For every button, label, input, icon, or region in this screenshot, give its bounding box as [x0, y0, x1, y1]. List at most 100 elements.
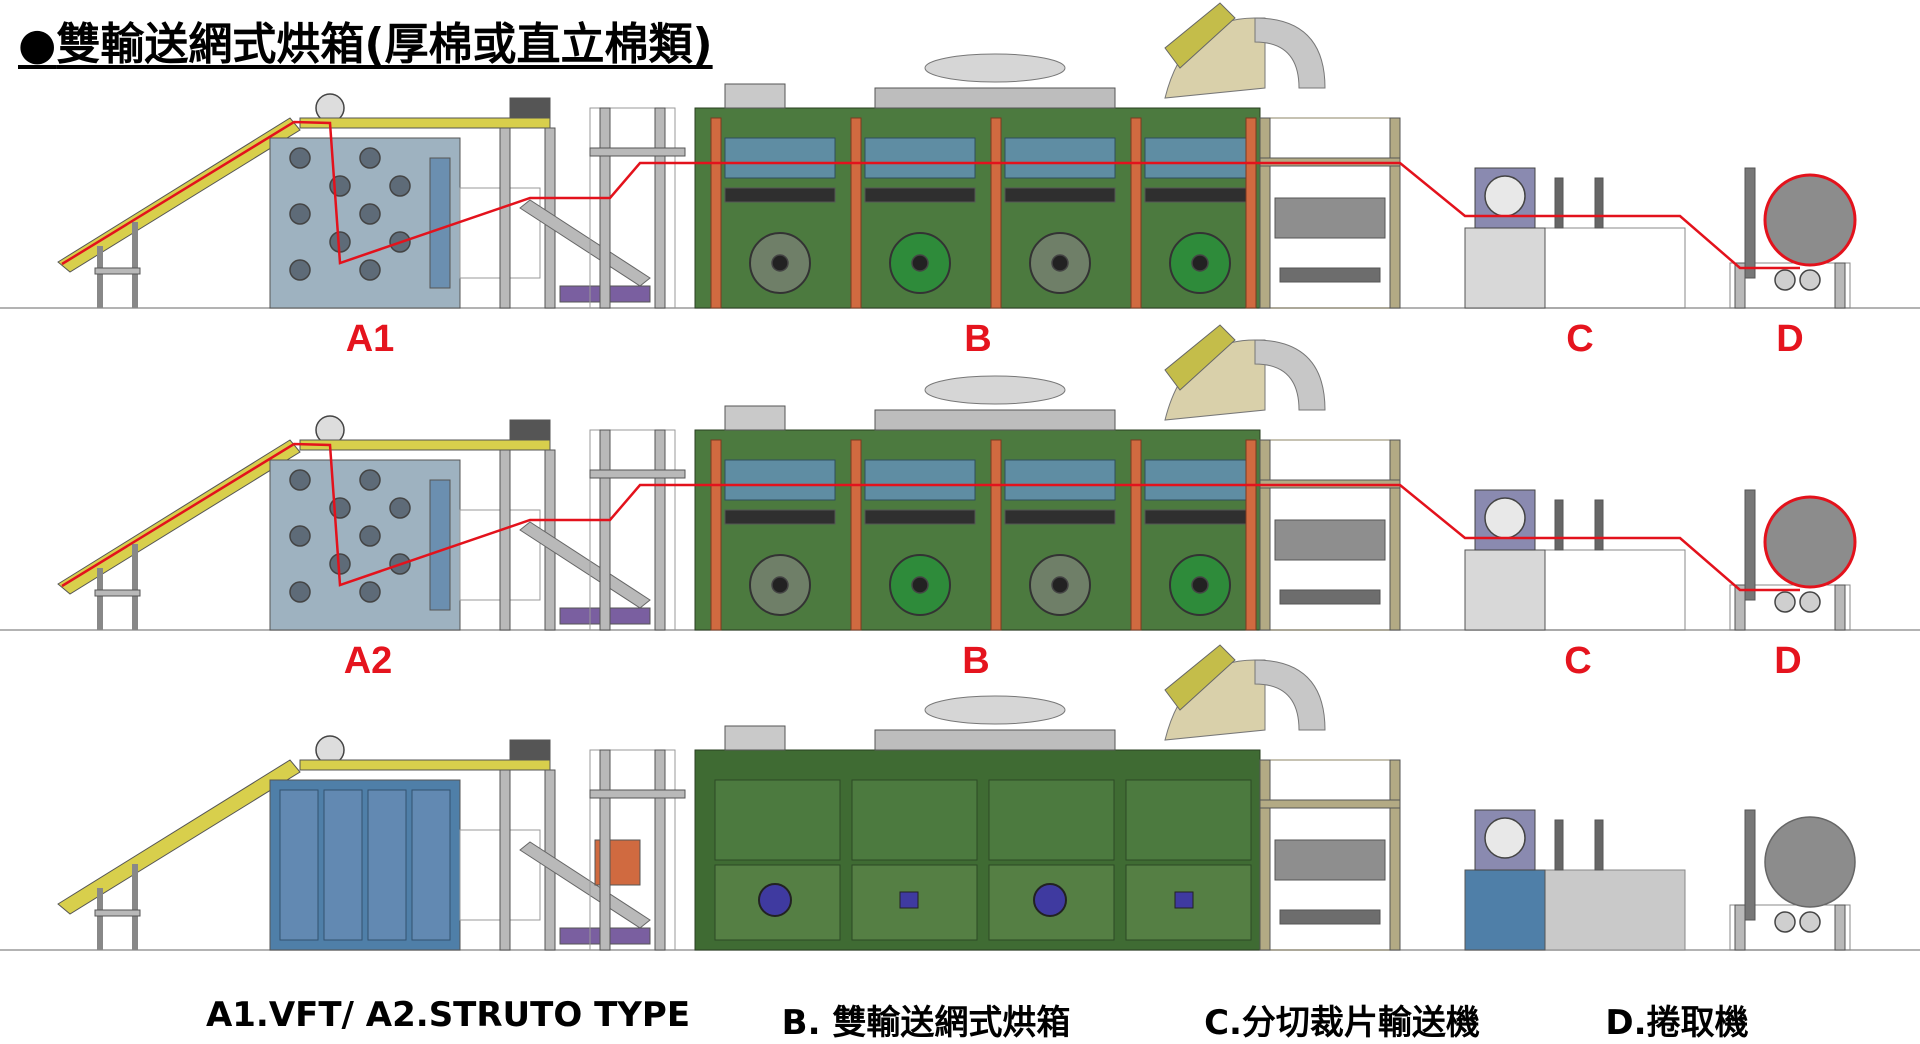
fan-hub — [1051, 576, 1069, 594]
fan-hub — [1191, 576, 1209, 594]
winder-post — [1834, 904, 1846, 951]
forming-machine-door — [279, 789, 319, 941]
row2-label-a: A2 — [343, 640, 393, 682]
forming-roller — [389, 175, 411, 197]
infeed-tower — [589, 107, 676, 309]
infeed-tower-post — [654, 107, 666, 309]
slitting-blade — [1484, 817, 1526, 859]
oven-viewport — [1033, 883, 1067, 917]
title-bullet: ● — [18, 19, 57, 70]
winder-post — [1834, 262, 1846, 309]
forming-roller — [359, 525, 381, 547]
oven-belt-chamber — [724, 137, 836, 179]
row1-label-c: C — [1566, 318, 1594, 360]
fan-hub — [771, 576, 789, 594]
oven-access-panel — [899, 891, 919, 909]
exhaust-fan-motor — [1164, 324, 1236, 391]
exhaust-fan-motor — [1164, 644, 1236, 711]
caption-unit-d: D.捲取機 — [1605, 1003, 1749, 1043]
winding-roll — [1763, 173, 1857, 267]
winder-drum — [1774, 591, 1796, 613]
cooling-section-post — [1259, 439, 1271, 631]
winder-drum — [1774, 911, 1796, 933]
material-web-path — [61, 120, 1800, 270]
oven-belt-chamber — [1144, 137, 1256, 179]
cutter-guide-post — [1594, 177, 1604, 229]
heater-column — [1130, 439, 1142, 631]
infeed-tower-beam — [589, 469, 686, 479]
infeed-tower — [589, 749, 676, 951]
heater-column — [710, 117, 722, 309]
heater-column — [990, 117, 1002, 309]
cutter-base — [1464, 227, 1546, 309]
heater-column — [990, 439, 1002, 631]
winder-post — [1734, 262, 1746, 309]
winder-drum — [1799, 911, 1821, 933]
transfer-frame-post — [499, 769, 511, 951]
fan-hub — [911, 576, 929, 594]
roof-burner-tank — [924, 375, 1066, 405]
winder-post — [1734, 584, 1746, 631]
cutter-guide-post — [1554, 499, 1564, 551]
oven-panel — [714, 779, 841, 861]
winding-roll — [1764, 816, 1856, 908]
slitting-blade — [1484, 497, 1526, 539]
winder-drum — [1799, 591, 1821, 613]
oven-belt — [864, 509, 976, 525]
oven-belt — [1144, 509, 1256, 525]
feed-conveyor-brace — [94, 267, 141, 275]
feed-conveyor-belt — [57, 759, 301, 915]
forming-machine-column — [429, 157, 451, 289]
oven-panel — [1125, 779, 1252, 861]
winder-base-frame — [1729, 584, 1851, 631]
row2-label-c: C — [1564, 640, 1592, 682]
drive-motor — [509, 419, 551, 441]
forming-roller — [289, 581, 311, 603]
slitting-blade — [1484, 175, 1526, 217]
heater-column — [850, 439, 862, 631]
infeed-tower-post — [599, 749, 611, 951]
forming-roller — [289, 203, 311, 225]
heater-column — [710, 439, 722, 631]
cooling-section-post — [1259, 117, 1271, 309]
cooling-drive — [1279, 589, 1381, 605]
cooling-section-beam — [1259, 799, 1401, 809]
infeed-tower-beam — [589, 147, 686, 157]
oven-panel — [851, 779, 978, 861]
winder-drum — [1799, 269, 1821, 291]
oven-panel — [988, 779, 1115, 861]
material-web-path — [61, 442, 1800, 592]
feed-conveyor-brace — [94, 909, 141, 917]
winder-arm — [1744, 489, 1756, 601]
exhaust-fan-motor — [1164, 2, 1236, 69]
oven-belt — [1144, 187, 1256, 203]
winder-drum — [1774, 269, 1796, 291]
fan-hub — [1191, 254, 1209, 272]
infeed-tower — [589, 429, 676, 631]
forming-machine-door — [323, 789, 363, 941]
oven-access-panel — [1174, 891, 1194, 909]
caption-unit-a: A1.VFT/ A2.STRUTO TYPE — [205, 995, 691, 1035]
forming-roller — [359, 259, 381, 281]
winder-base-frame — [1729, 904, 1851, 951]
fan-hub — [771, 254, 789, 272]
roof-blower — [724, 725, 786, 751]
cutter-guide-post — [1594, 819, 1604, 871]
cutter-guide-post — [1594, 499, 1604, 551]
forming-machine-door — [411, 789, 451, 941]
cutter-base — [1464, 869, 1546, 951]
row2-label-b: B — [962, 640, 990, 682]
cutter-guide-post — [1554, 819, 1564, 871]
forming-roller — [389, 497, 411, 519]
winder-post — [1834, 584, 1846, 631]
transfer-frame-post — [499, 127, 511, 309]
forming-roller — [289, 525, 311, 547]
drive-motor — [509, 739, 551, 761]
forming-roller — [289, 469, 311, 491]
roof-burner-duct — [874, 729, 1116, 751]
top-transfer-conveyor — [299, 759, 551, 771]
machine-row-1 — [0, 2, 1920, 309]
forming-roller — [359, 469, 381, 491]
feed-conveyor-brace — [94, 589, 141, 597]
